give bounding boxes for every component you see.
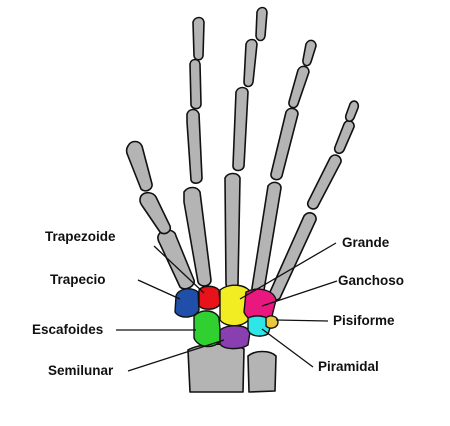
leader-piramidal bbox=[261, 328, 314, 368]
pisiforme-bone bbox=[265, 315, 279, 329]
middle-middle-phalanx bbox=[243, 38, 258, 88]
ring-middle-phalanx bbox=[288, 65, 310, 109]
leader-ganchoso bbox=[261, 280, 338, 307]
middle-proximal-phalanx bbox=[232, 86, 249, 172]
leader-semilunar bbox=[127, 339, 225, 372]
middle-metacarpal bbox=[224, 172, 241, 290]
ring-distal-phalanx bbox=[302, 39, 317, 67]
little-proximal-phalanx bbox=[306, 154, 342, 210]
label-grande: Grande bbox=[342, 235, 390, 250]
thumb-proximal-phalanx bbox=[139, 191, 172, 235]
index-distal-phalanx bbox=[192, 16, 205, 61]
little-middle-phalanx bbox=[333, 119, 355, 155]
little-metacarpal bbox=[268, 211, 317, 301]
thumb-distal-phalanx bbox=[125, 140, 153, 192]
ring-proximal-phalanx bbox=[270, 107, 299, 181]
thumb-metacarpal bbox=[157, 229, 195, 290]
label-piramidal: Piramidal bbox=[318, 359, 379, 374]
leader-trapecio bbox=[137, 279, 181, 300]
little-distal-phalanx bbox=[344, 100, 360, 123]
trapezoide-bone bbox=[198, 285, 221, 310]
escafoides-bone bbox=[193, 310, 222, 348]
label-trapezoide: Trapezoide bbox=[45, 229, 116, 244]
semilunar-bone bbox=[219, 325, 251, 350]
leader-grande bbox=[239, 242, 337, 300]
index-metacarpal bbox=[183, 186, 212, 287]
ulna-bone bbox=[247, 350, 277, 393]
leader-trapezoide bbox=[153, 245, 205, 294]
trapecio-bone bbox=[174, 288, 200, 318]
index-proximal-phalanx bbox=[186, 108, 203, 184]
label-trapecio: Trapecio bbox=[50, 272, 106, 287]
label-ganchoso: Ganchoso bbox=[338, 273, 405, 288]
label-semilunar: Semilunar bbox=[48, 363, 114, 378]
radius-bone bbox=[187, 343, 245, 393]
leader-pisiforme bbox=[275, 319, 329, 322]
label-pisiforme: Pisiforme bbox=[333, 313, 395, 328]
middle-distal-phalanx bbox=[255, 6, 268, 42]
index-middle-phalanx bbox=[189, 58, 202, 110]
label-escafoides: Escafoides bbox=[32, 322, 104, 337]
